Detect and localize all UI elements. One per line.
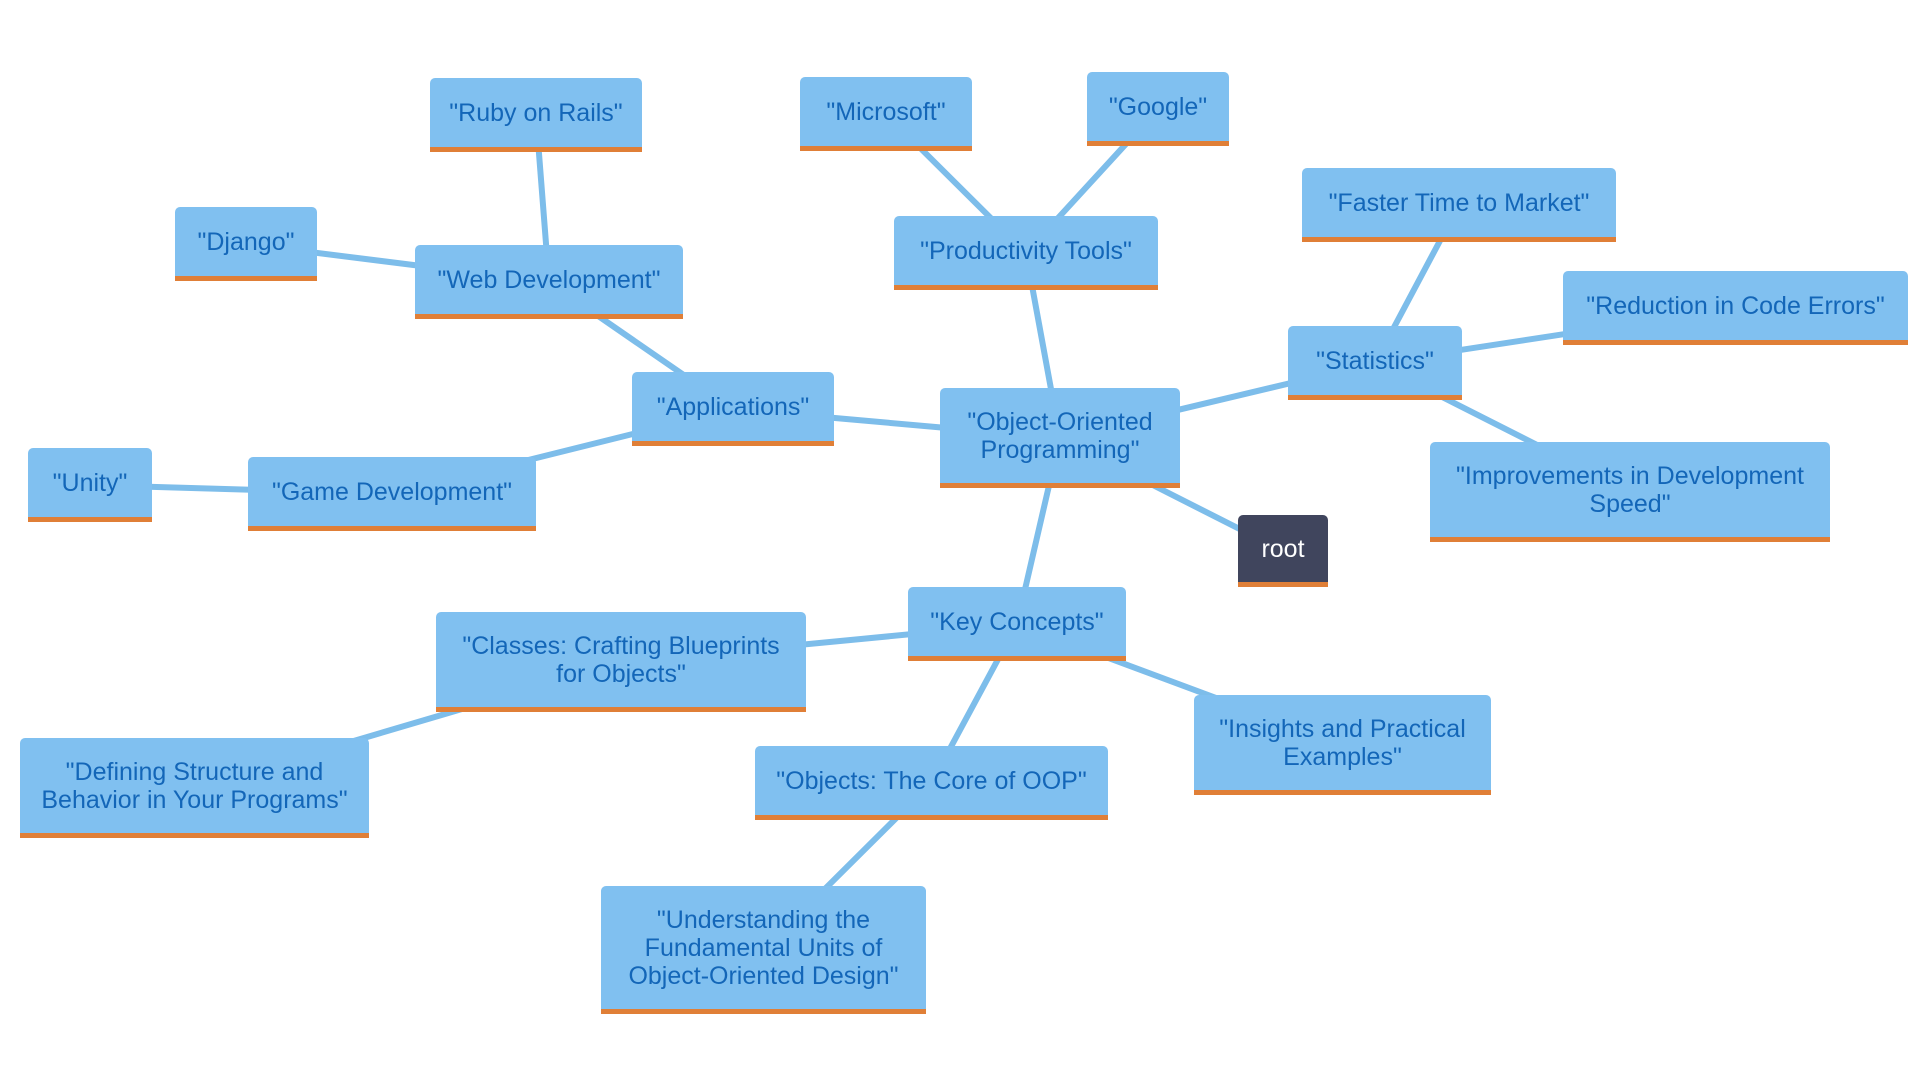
node-faster-time-to-market[interactable]: "Faster Time to Market" xyxy=(1302,168,1616,242)
node-unity[interactable]: "Unity" xyxy=(28,448,152,522)
node-object-oriented-programming[interactable]: "Object-Oriented Programming" xyxy=(940,388,1180,488)
node-game-development[interactable]: "Game Development" xyxy=(248,457,536,531)
node-statistics[interactable]: "Statistics" xyxy=(1288,326,1462,400)
node-applications[interactable]: "Applications" xyxy=(632,372,834,446)
node-defining-structure[interactable]: "Defining Structure and Behavior in Your… xyxy=(20,738,369,838)
node-django[interactable]: "Django" xyxy=(175,207,317,281)
node-improvements-in-development-speed[interactable]: "Improvements in Development Speed" xyxy=(1430,442,1830,542)
node-microsoft[interactable]: "Microsoft" xyxy=(800,77,972,151)
node-google[interactable]: "Google" xyxy=(1087,72,1229,146)
node-key-concepts[interactable]: "Key Concepts" xyxy=(908,587,1126,661)
node-root[interactable]: root xyxy=(1238,515,1328,587)
node-objects[interactable]: "Objects: The Core of OOP" xyxy=(755,746,1108,820)
node-productivity-tools[interactable]: "Productivity Tools" xyxy=(894,216,1158,290)
node-insights[interactable]: "Insights and Practical Examples" xyxy=(1194,695,1491,795)
node-web-development[interactable]: "Web Development" xyxy=(415,245,683,319)
node-classes[interactable]: "Classes: Crafting Blueprints for Object… xyxy=(436,612,806,712)
node-ruby-on-rails[interactable]: "Ruby on Rails" xyxy=(430,78,642,152)
node-understanding-units[interactable]: "Understanding the Fundamental Units of … xyxy=(601,886,926,1014)
node-reduction-in-code-errors[interactable]: "Reduction in Code Errors" xyxy=(1563,271,1908,345)
